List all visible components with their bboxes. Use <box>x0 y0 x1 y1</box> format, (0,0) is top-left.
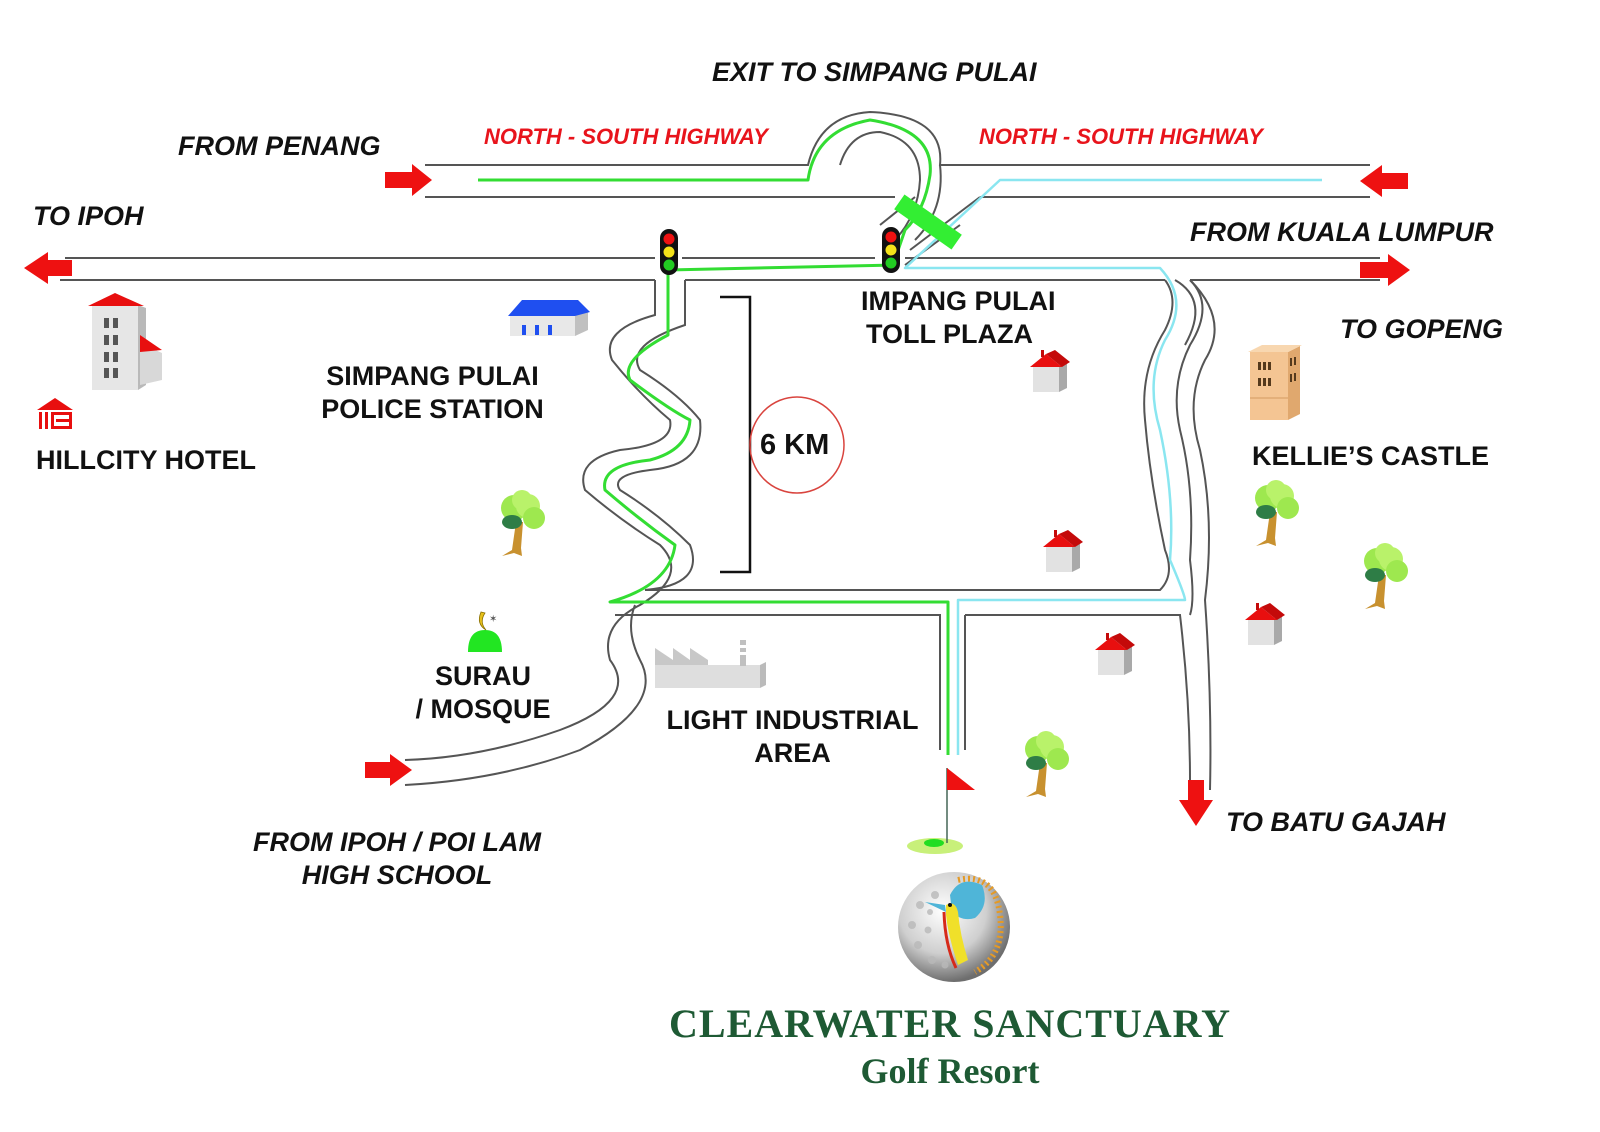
direction-arrows <box>24 164 1410 826</box>
castle-building-icon <box>1248 345 1302 420</box>
hotel-logo-icon <box>37 398 73 429</box>
house-icon <box>1095 633 1135 675</box>
winding-road-inner <box>617 279 1174 591</box>
direction-arrow-icon <box>1360 254 1410 286</box>
golf-flag-icon <box>907 768 975 854</box>
from-penang-label: FROM PENANG <box>178 131 381 161</box>
to-ipoh-label: TO IPOH <box>33 201 144 231</box>
svg-text:✶: ✶ <box>489 614 497 625</box>
police-station-label-line1: SIMPANG PULAI <box>326 361 539 391</box>
highway-label-left: NORTH - SOUTH HIGHWAY <box>484 124 768 149</box>
mosque-icon: ✶ <box>468 611 502 652</box>
industrial-area-label-line2: AREA <box>754 738 831 768</box>
direction-arrow-icon <box>1179 780 1213 826</box>
surau-label-line1: SURAU <box>434 661 531 691</box>
hillcity-hotel-label: HILLCITY HOTEL <box>36 445 256 475</box>
winding-road-outer <box>404 280 673 761</box>
toll-plaza-label-line1: IMPANG PULAI <box>861 286 1056 316</box>
kellies-castle-label: KELLIE’S CASTLE <box>1252 441 1490 471</box>
route-from-penang <box>478 118 950 755</box>
right-road-outer <box>1175 279 1204 616</box>
police-station-icon <box>508 300 590 336</box>
toll-gate-icon <box>894 194 962 250</box>
distance-label: 6 KM <box>760 429 830 461</box>
highway-label-right: NORTH - SOUTH HIGHWAY <box>979 124 1263 149</box>
brand-name: CLEARWATER SANCTUARY <box>668 1001 1232 1046</box>
tree-icon <box>1025 731 1069 797</box>
to-batu-gajah-label: TO BATU GAJAH <box>1226 807 1446 837</box>
surau-label-line2: / MOSQUE <box>415 694 551 724</box>
from-kuala-lumpur-label: FROM KUALA LUMPUR <box>1190 217 1494 247</box>
tree-icon <box>501 490 545 556</box>
traffic-light-icon <box>660 229 678 275</box>
traffic-light-icon <box>882 227 900 273</box>
police-station-label-line2: POLICE STATION <box>321 394 544 424</box>
factory-icon <box>655 640 766 688</box>
direction-arrow-icon <box>24 252 72 284</box>
highway-upper-edge <box>425 110 1370 166</box>
hotel-building-icon <box>88 293 162 390</box>
direction-arrow-icon <box>1360 165 1408 197</box>
exit-simpang-pulai-label: EXIT TO SIMPANG PULAI <box>712 57 1037 87</box>
distance-bracket <box>720 295 752 574</box>
house-icon <box>1245 603 1285 645</box>
brand-subtitle: Golf Resort <box>860 1051 1040 1091</box>
direction-arrow-icon <box>365 754 412 786</box>
tree-icon <box>1255 480 1299 546</box>
from-ipoh-label-line1: FROM IPOH / POI LAM <box>253 827 541 857</box>
direction-arrow-icon <box>385 164 432 196</box>
house-icon <box>1043 530 1083 572</box>
industrial-area-label-line1: LIGHT INDUSTRIAL <box>666 705 919 735</box>
from-ipoh-label-line2: HIGH SCHOOL <box>301 860 493 890</box>
recommended-route <box>478 118 1322 755</box>
distance-circle <box>749 396 845 494</box>
house-icon <box>1030 350 1070 392</box>
golf-ball-logo-icon <box>898 872 1010 982</box>
toll-plaza-label-line2: TOLL PLAZA <box>866 319 1033 349</box>
road-network <box>60 110 1380 791</box>
to-gopeng-label: TO GOPENG <box>1340 314 1504 344</box>
route-from-kuala-lumpur <box>903 178 1322 755</box>
tree-icon <box>1364 543 1408 609</box>
